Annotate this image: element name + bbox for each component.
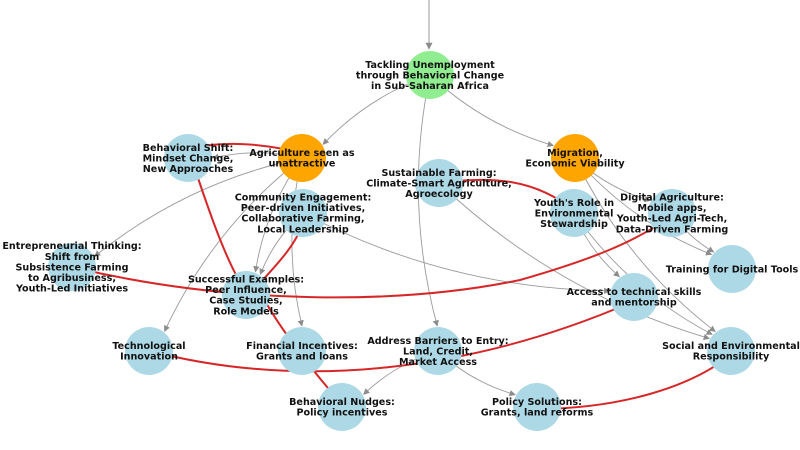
node-label-line: Shift from — [45, 252, 100, 263]
node-label-line: Youth-Led Agri-Tech, — [616, 214, 728, 225]
node-address-barriers — [414, 327, 462, 375]
highlight-edge-entrepreneurial-thinking-to-digital-agriculture — [71, 217, 669, 299]
node-label-line: Data-Driven Farming — [616, 224, 729, 235]
node-label-line: Grants and loans — [256, 352, 348, 363]
node-label-community-engagement: Community Engagement:Peer-driven Initiat… — [235, 193, 372, 236]
node-label-line: Collaborative Farming, — [241, 214, 364, 225]
node-label-line: unattractive — [269, 159, 336, 170]
node-agriculture-unattractive — [278, 134, 326, 182]
node-label-line: Policy incentives — [297, 408, 388, 419]
node-label-address-barriers: Address Barriers to Entry:Land, Credit,M… — [367, 336, 508, 368]
node-label-behavioral-nudges: Behavioral Nudges:Policy incentives — [289, 397, 395, 419]
node-label-line: Migration, — [547, 148, 603, 159]
node-label-line: Youth's Role in — [533, 198, 614, 209]
node-label-line: Technological — [112, 341, 185, 352]
node-label-sustainable-farming: Sustainable Farming:Climate-Smart Agricu… — [366, 168, 512, 200]
node-label-line: Stewardship — [540, 219, 608, 230]
highlight-edge-technological-innovation-to-access-technical — [149, 301, 633, 373]
edge-sustainable-farming-to-social-environmental — [438, 182, 710, 340]
node-label-line: Peer Influence, — [205, 285, 287, 296]
node-label-training-digital: Training for Digital Tools — [666, 264, 799, 275]
node-label-line: Behavioral Nudges: — [289, 397, 395, 408]
edge-community-engagement-to-access-technical — [302, 212, 611, 294]
node-label-policy-solutions: Policy Solutions:Grants, land reforms — [481, 397, 594, 419]
node-label-line: Address Barriers to Entry: — [367, 336, 508, 347]
node-community-engagement — [279, 189, 327, 237]
node-label-financial-incentives: Financial Incentives:Grants and loans — [246, 341, 358, 363]
node-successful-examples — [222, 271, 270, 319]
node-label-line: Grants, land reforms — [481, 408, 594, 419]
node-entrepreneurial-thinking — [48, 243, 96, 291]
node-label-line: Access to technical skills — [567, 287, 702, 298]
node-financial-incentives — [278, 327, 326, 375]
node-label-line: Environmental — [535, 208, 614, 219]
node-label-line: Digital Agriculture: — [620, 193, 724, 204]
node-youth-role — [550, 189, 598, 237]
edge-agriculture-unattractive-to-technological-innovation — [164, 157, 303, 332]
node-training-digital — [708, 245, 756, 293]
node-label-line: Behavioral Shift: — [143, 143, 234, 154]
node-label-line: Market Access — [399, 357, 477, 368]
node-label-successful-examples: Successful Examples:Peer Influence,Case … — [188, 275, 304, 318]
edge-migration-to-social-environmental — [574, 157, 716, 332]
node-label-migration: Migration,Economic Viability — [525, 148, 625, 170]
node-label-line: Agriculture seen as — [249, 148, 354, 159]
node-technological-innovation — [125, 327, 173, 375]
node-label-line: Training for Digital Tools — [666, 264, 799, 275]
node-label-line: and mentorship — [591, 298, 677, 309]
node-label-line: Financial Incentives: — [246, 341, 358, 352]
node-label-line: Agroecology — [405, 189, 473, 200]
node-label-behavioral-shift: Behavioral Shift:Mindset Change,New Appr… — [143, 143, 234, 175]
node-behavioral-nudges — [318, 383, 366, 431]
node-sustainable-farming — [415, 159, 463, 207]
node-label-line: Sustainable Farming: — [381, 168, 496, 179]
node-digital-agriculture — [648, 189, 696, 237]
node-label-line: Entrepreneurial Thinking: — [2, 241, 141, 252]
node-label-line: Role Models — [213, 306, 279, 317]
node-label-line: Local Leadership — [257, 224, 349, 235]
node-label-line: Economic Viability — [525, 159, 625, 170]
node-label-line: New Approaches — [143, 164, 234, 175]
node-label-line: to Agribusiness, — [28, 273, 116, 284]
node-label-line: Case Studies, — [209, 296, 282, 307]
node-label-line: Subsistence Farming — [16, 262, 129, 273]
node-label-line: Tackling Unemployment — [365, 60, 495, 71]
node-label-line: through Behavioral Change — [356, 70, 505, 81]
edge-agriculture-unattractive-to-entrepreneurial-thinking — [94, 157, 303, 257]
node-migration — [551, 134, 599, 182]
node-label-line: Innovation — [120, 352, 178, 363]
node-label-line: Responsibility — [693, 352, 770, 363]
node-label-line: in Sub-Saharan Africa — [371, 81, 489, 92]
node-behavioral-shift — [164, 134, 212, 182]
edge-root-to-address-barriers — [417, 74, 439, 327]
node-label-line: Policy Solutions: — [492, 397, 582, 408]
node-social-environmental — [707, 327, 755, 375]
node-label-line: Mindset Change, — [143, 153, 234, 164]
node-label-line: Youth-Led Initiatives — [15, 284, 128, 295]
node-label-line: Social and Environmental — [662, 341, 800, 352]
node-label-line: Land, Credit, — [403, 346, 473, 357]
node-label-line: Successful Examples: — [188, 275, 304, 286]
node-policy-solutions — [513, 383, 561, 431]
node-access-technical — [610, 273, 658, 321]
node-label-digital-agriculture: Digital Agriculture:Mobile apps,Youth-Le… — [616, 193, 729, 236]
node-label-line: Peer-driven Initiatives, — [241, 203, 366, 214]
node-label-line: Climate-Smart Agriculture, — [366, 178, 512, 189]
node-label-line: Mobile apps, — [638, 203, 707, 214]
node-root — [406, 51, 454, 99]
node-label-line: Community Engagement: — [235, 193, 372, 204]
